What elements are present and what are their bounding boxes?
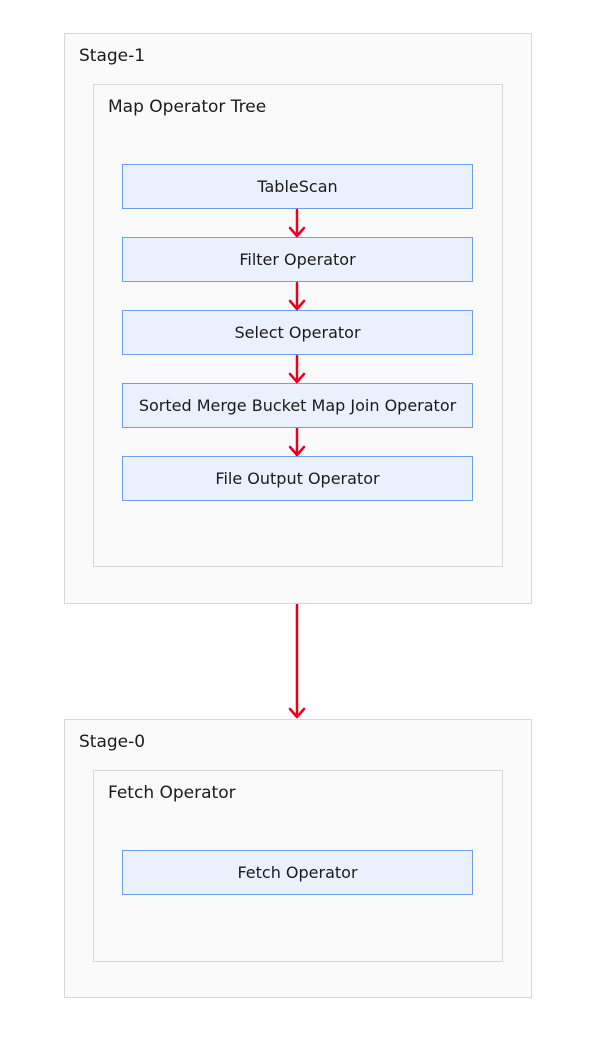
arrow-stage-1-to-stage-0 bbox=[288, 603, 306, 719]
fetch-operator-group-title: Fetch Operator bbox=[108, 783, 236, 803]
operator-file-output[interactable]: File Output Operator bbox=[122, 456, 473, 501]
operator-smb-map-join[interactable]: Sorted Merge Bucket Map Join Operator bbox=[122, 383, 473, 428]
stage-1-title: Stage-1 bbox=[79, 46, 146, 66]
stage-0-title: Stage-0 bbox=[79, 732, 146, 752]
operator-filter[interactable]: Filter Operator bbox=[122, 237, 473, 282]
operator-fetch[interactable]: Fetch Operator bbox=[122, 850, 473, 895]
operator-select[interactable]: Select Operator bbox=[122, 310, 473, 355]
map-operator-tree-title: Map Operator Tree bbox=[108, 97, 267, 117]
operator-tablescan[interactable]: TableScan bbox=[122, 164, 473, 209]
